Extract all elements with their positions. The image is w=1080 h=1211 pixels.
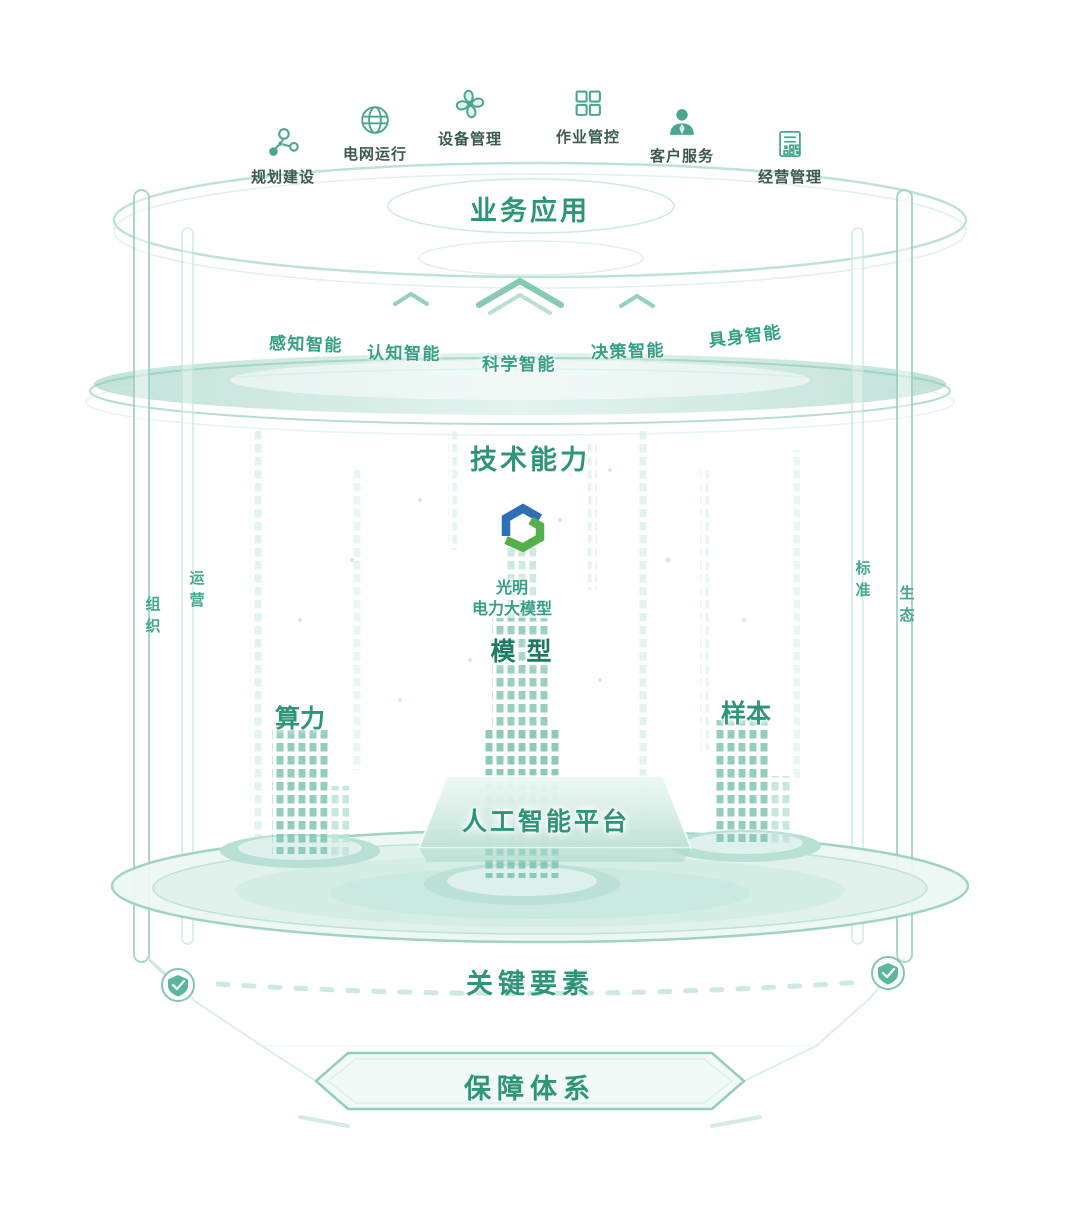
- brand-logo-icon: [501, 503, 545, 553]
- grid-squares-icon: [575, 90, 601, 116]
- person-icon: [670, 109, 694, 135]
- top-ring: [112, 161, 968, 289]
- ai-platform-label: 人工智能平台: [461, 808, 631, 836]
- capability-label-science: 科学智能: [482, 355, 556, 374]
- pillar-label-ecosystem: 生态: [897, 585, 915, 629]
- app-item-customer-service: 客户服务: [650, 103, 714, 166]
- block-streaks: [250, 430, 800, 850]
- shield-icon-left: [148, 959, 195, 1002]
- chevron-up-icons: [393, 278, 655, 315]
- app-label-business-management: 经营管理: [757, 169, 823, 186]
- fan-icon: [455, 89, 485, 119]
- brand-name: 光明 电力大模型: [472, 578, 552, 620]
- app-item-work-control: 作业管控: [556, 84, 620, 147]
- key-elements-title: 关键要素: [466, 969, 594, 999]
- app-item-business-management: 经营管理: [758, 126, 822, 187]
- bottom-frame: [148, 957, 906, 1128]
- capability-label-decision: 决策智能: [590, 340, 666, 363]
- brand-line2: 电力大模型: [471, 601, 553, 618]
- tech-capability-title: 技术能力: [470, 445, 590, 475]
- capability-label-cognition: 认知智能: [366, 343, 442, 364]
- globe-icon: [361, 106, 389, 134]
- app-label-planning: 规划建设: [250, 169, 316, 186]
- assurance-banner: [314, 1051, 746, 1111]
- app-item-equipment: 设备管理: [438, 84, 502, 149]
- assurance-title: 保障体系: [464, 1074, 596, 1104]
- business-apps-title: 业务应用: [470, 196, 590, 226]
- shield-icon-right: [871, 956, 905, 990]
- app-label-customer-service: 客户服务: [649, 148, 715, 165]
- pillar-label-operation: 运营: [187, 570, 205, 614]
- app-item-grid-operation: 电网运行: [343, 101, 407, 164]
- app-label-work-control: 作业管控: [555, 129, 621, 146]
- pillar-label-standards: 标准: [853, 560, 871, 604]
- mid-band: [85, 353, 955, 436]
- brand-line1: 光明: [495, 580, 529, 597]
- samples-label: 样本: [720, 700, 772, 728]
- computing-power-label: 算力: [274, 705, 326, 733]
- model-title: 模 型: [490, 638, 554, 666]
- pillar-label-organization: 组织: [143, 596, 161, 640]
- ledger-icon: [779, 130, 801, 158]
- app-item-planning: 规划建设: [251, 124, 315, 187]
- app-label-grid-operation: 电网运行: [342, 146, 408, 163]
- ai-platform-slab: [417, 775, 693, 862]
- app-label-equipment: 设备管理: [437, 131, 503, 148]
- capability-label-perception: 感知智能: [268, 333, 344, 356]
- particles: [298, 468, 746, 702]
- side-rails: [133, 189, 913, 963]
- molecule-network-icon: [269, 128, 299, 156]
